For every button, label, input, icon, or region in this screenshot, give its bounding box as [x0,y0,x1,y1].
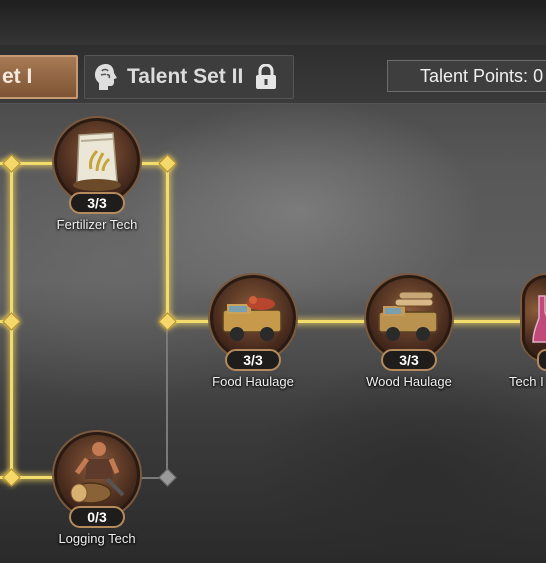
tab-talent-set-2[interactable]: Talent Set II [84,55,294,99]
connector-line [0,162,60,165]
talent-node-fertilizer-tech[interactable] [54,118,140,204]
top-strip [0,0,546,45]
tab-talent-set-2-label: Talent Set II [127,65,244,88]
head-brain-icon [95,64,117,90]
progress-badge: 3/3 [225,349,281,371]
node-label: Wood Haulage [366,374,452,389]
talent-node-wood-haulage[interactable] [366,275,452,361]
connector-line [0,476,60,479]
lock-icon [256,64,277,89]
connector-line [166,320,216,323]
talent-node-tech[interactable] [522,275,546,361]
progress-text: 3/3 [399,352,419,368]
progress-text: 3/3 [87,195,107,211]
food-truck-icon [222,296,282,341]
fertilizer-sack-icon [73,132,121,191]
node-label: Tech I [509,374,544,389]
tab-talent-set-1[interactable]: et I [0,55,78,99]
connector-line-inactive [166,321,168,477]
node-label: Fertilizer Tech [56,217,138,232]
connector-line [166,163,169,321]
connector-line [452,320,524,323]
potion-flask-icon [532,295,546,343]
progress-badge: 0/3 [69,506,125,528]
progress-badge: 3/3 [69,192,125,214]
progress-text: 3/3 [243,352,263,368]
node-label: Food Haulage [212,374,294,389]
talent-points-label: Talent Points: 0 [420,65,544,86]
connector-line-inactive [137,477,167,479]
connector-line [295,320,371,323]
progress-badge [537,349,546,371]
connector-line [137,162,169,165]
talent-node-food-haulage[interactable] [210,275,296,361]
node-label: Logging Tech [58,531,136,546]
wood-truck-icon [378,291,438,341]
tab-talent-set-1-label: et I [2,65,33,88]
progress-badge: 3/3 [381,349,437,371]
progress-text: 0/3 [87,509,107,525]
lumberjack-icon [70,442,125,504]
talent-points-display: Talent Points: 0 [387,60,546,92]
tab-bar: et I Talent Set II Talent Points: 0 [0,45,546,104]
